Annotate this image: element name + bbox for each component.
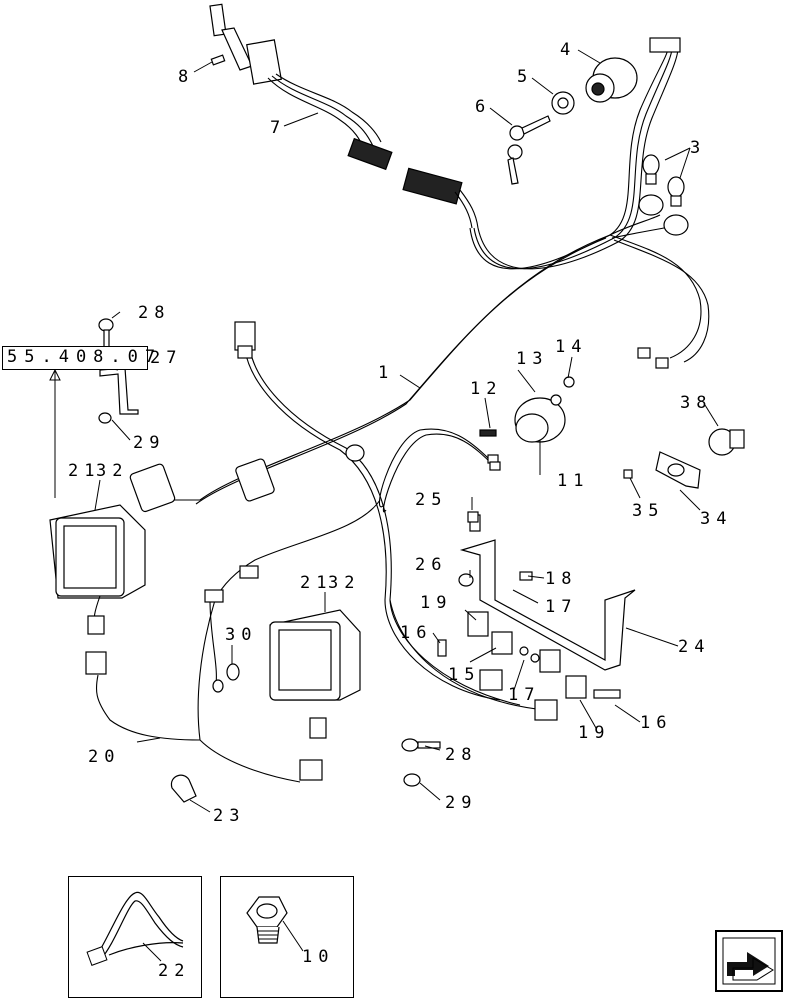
callout-11: 11	[557, 471, 589, 491]
callout-16a: 16	[400, 623, 432, 643]
callout-23: 23	[213, 806, 245, 826]
callout-29a: 29	[133, 433, 165, 453]
callout-29b: 29	[445, 793, 477, 813]
callout-18: 18	[545, 569, 577, 589]
callout-1: 1	[378, 363, 394, 383]
callout-34: 34	[700, 509, 732, 529]
callout-6: 6	[475, 97, 491, 117]
callout-21b: 21	[300, 573, 332, 593]
callout-22: 22	[158, 961, 190, 981]
ignition-switch-group	[507, 37, 681, 185]
callout-10: 10	[302, 947, 334, 967]
callout-26: 26	[415, 555, 447, 575]
callout-4: 4	[560, 40, 576, 60]
callout-17a: 17	[545, 597, 577, 617]
callout-25: 25	[415, 490, 447, 510]
callout-13: 13	[516, 349, 548, 369]
inset-fitting	[220, 876, 354, 998]
callout-30: 30	[225, 625, 257, 645]
work-lamp-left	[49, 504, 146, 675]
inset-cable-tie	[68, 876, 202, 998]
cable-tie-drawing	[86, 891, 184, 966]
connectors-misc	[98, 54, 479, 803]
bulb-sockets	[637, 154, 689, 369]
callout-21a: 21	[68, 461, 100, 481]
callout-35: 35	[632, 501, 664, 521]
leader-lines	[49, 49, 719, 813]
callout-24: 24	[678, 637, 710, 657]
callout-17b: 17	[508, 685, 540, 705]
next-page-arrow-button[interactable]	[715, 930, 783, 992]
callout-20: 20	[88, 747, 120, 767]
horn-assembly	[479, 376, 575, 471]
callout-3: 3	[690, 138, 706, 158]
callout-28a: 28	[138, 303, 170, 323]
callout-8: 8	[178, 67, 194, 87]
next-page-arrow-icon	[722, 937, 776, 985]
callout-19b: 19	[578, 723, 610, 743]
callout-15: 15	[448, 665, 480, 685]
reference-link[interactable]: 55.408.07	[2, 346, 155, 370]
main-wire-harness	[95, 47, 710, 783]
callout-19a: 19	[420, 593, 452, 613]
callout-27: 27	[150, 348, 182, 368]
callout-labels: 1 3 4 5 6 7 8 10 11 12 13 14 15 16 16 17…	[68, 40, 732, 981]
fitting-drawing	[246, 896, 304, 952]
callout-14: 14	[555, 337, 587, 357]
callout-7: 7	[270, 118, 286, 138]
callout-12: 12	[470, 379, 502, 399]
indicator-lamp-group	[623, 428, 745, 489]
relay-bracket-group	[437, 514, 636, 721]
callout-32a: 32	[96, 461, 128, 481]
work-lamp-right	[269, 609, 361, 781]
callout-32b: 32	[328, 573, 360, 593]
callout-5: 5	[517, 67, 533, 87]
callout-38: 38	[680, 393, 712, 413]
callout-28b: 28	[445, 745, 477, 765]
combination-switch-assembly	[209, 3, 479, 229]
callout-16b: 16	[640, 713, 672, 733]
